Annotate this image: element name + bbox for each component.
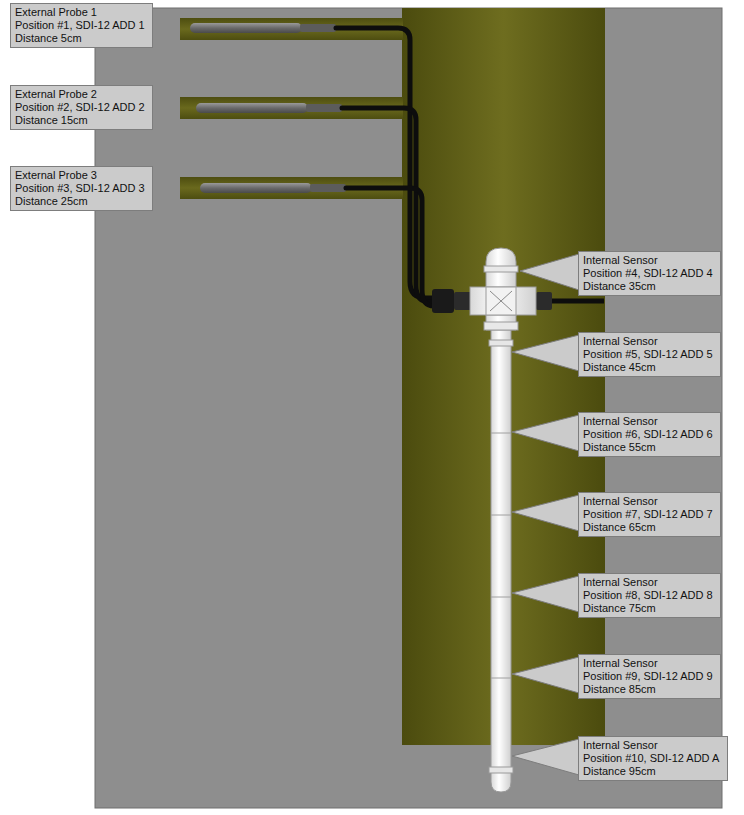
internal-callout: Internal SensorPosition #4, SDI-12 ADD 4… — [578, 251, 721, 296]
callout-title: Internal Sensor — [583, 254, 715, 267]
callout-text: Position #8, SDI-12 ADD 8 — [583, 589, 715, 602]
callout-pointer — [512, 254, 579, 775]
internal-callout: Internal SensorPosition #6, SDI-12 ADD 6… — [578, 412, 721, 457]
internal-callout: Internal SensorPosition #7, SDI-12 ADD 7… — [578, 492, 721, 537]
callout-title: Internal Sensor — [583, 335, 715, 348]
callout-text: Distance 85cm — [583, 683, 715, 696]
external-callout: External Probe 2Position #2, SDI-12 ADD … — [10, 85, 153, 130]
callout-text: Distance 95cm — [583, 765, 722, 778]
callout-text: Distance 45cm — [583, 361, 715, 374]
callout-title: Internal Sensor — [583, 657, 715, 670]
callout-text: Distance 75cm — [583, 602, 715, 615]
external-probe — [196, 103, 342, 113]
callout-title: Internal Sensor — [583, 739, 722, 752]
callout-title: External Probe 1 — [15, 6, 147, 19]
cross-fitting — [470, 248, 536, 330]
callout-text: Distance 5cm — [15, 32, 147, 45]
callout-text: Distance 65cm — [583, 521, 715, 534]
callout-text: Distance 25cm — [15, 195, 147, 208]
callout-text: Distance 15cm — [15, 114, 147, 127]
callout-text: Distance 35cm — [583, 280, 715, 293]
cable — [336, 28, 440, 306]
callout-text: Position #9, SDI-12 ADD 9 — [583, 670, 715, 683]
external-probe — [200, 183, 346, 193]
callout-title: Internal Sensor — [583, 415, 715, 428]
callout-text: Position #5, SDI-12 ADD 5 — [583, 348, 715, 361]
internal-callout: Internal SensorPosition #5, SDI-12 ADD 5… — [578, 332, 721, 377]
ground — [95, 8, 722, 808]
callout-text: Position #1, SDI-12 ADD 1 — [15, 19, 147, 32]
callout-text: Position #3, SDI-12 ADD 3 — [15, 182, 147, 195]
internal-callout: Internal SensorPosition #9, SDI-12 ADD 9… — [578, 654, 721, 699]
cable-gland — [432, 289, 472, 313]
callout-text: Position #2, SDI-12 ADD 2 — [15, 101, 147, 114]
callout-title: Internal Sensor — [583, 576, 715, 589]
callout-title: Internal Sensor — [583, 495, 715, 508]
callout-title: External Probe 2 — [15, 88, 147, 101]
callout-title: External Probe 3 — [15, 169, 147, 182]
external-callout: External Probe 1Position #1, SDI-12 ADD … — [10, 3, 153, 48]
external-probe — [190, 23, 336, 33]
callout-text: Position #4, SDI-12 ADD 4 — [583, 267, 715, 280]
internal-callout: Internal SensorPosition #8, SDI-12 ADD 8… — [578, 573, 721, 618]
callout-text: Distance 55cm — [583, 441, 715, 454]
callout-text: Position #10, SDI-12 ADD A — [583, 752, 722, 765]
internal-callout: Internal SensorPosition #10, SDI-12 ADD … — [578, 736, 728, 781]
callout-text: Position #6, SDI-12 ADD 6 — [583, 428, 715, 441]
external-callout: External Probe 3Position #3, SDI-12 ADD … — [10, 166, 153, 211]
sensor-tube — [489, 320, 513, 792]
callout-text: Position #7, SDI-12 ADD 7 — [583, 508, 715, 521]
